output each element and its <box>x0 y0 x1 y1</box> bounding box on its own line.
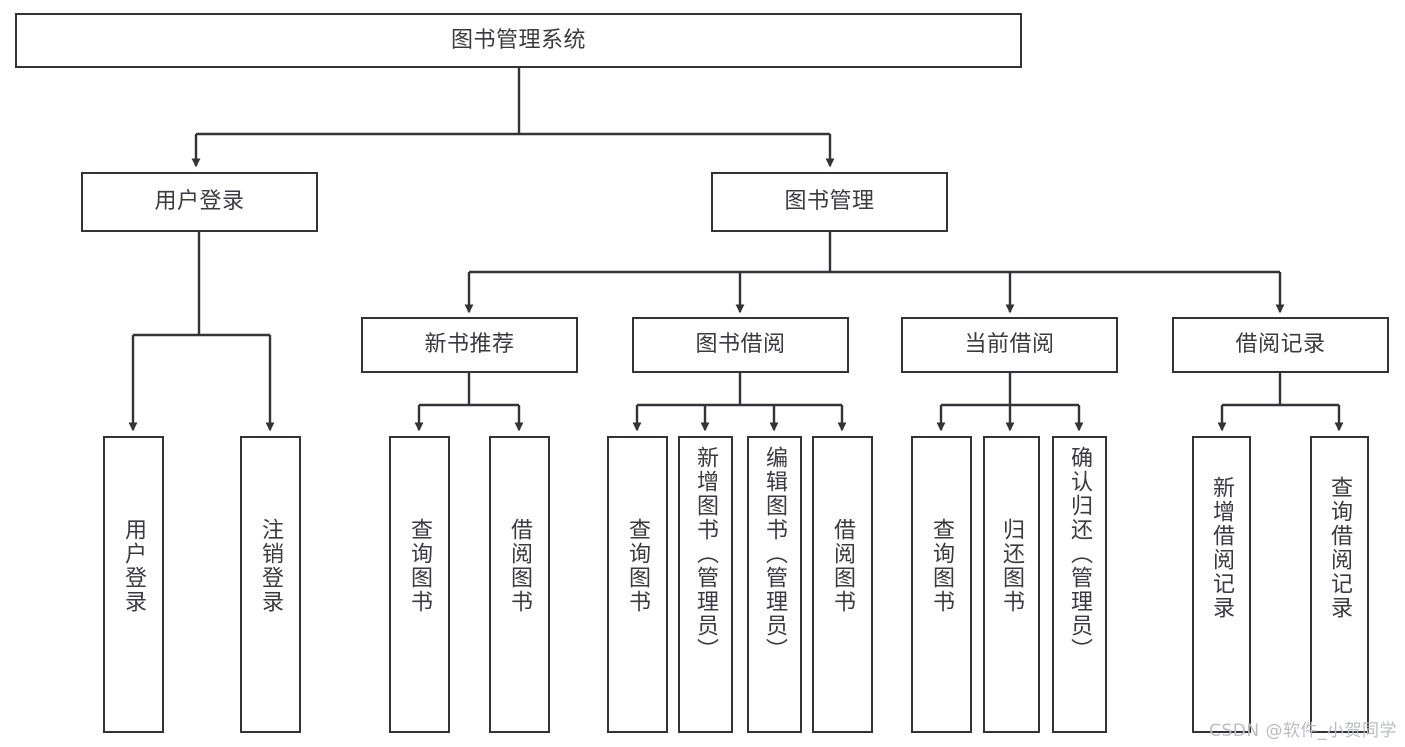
node-label: 借阅图书 <box>830 518 856 614</box>
leaf-borrow-book[interactable]: 借阅图书 <box>812 436 873 733</box>
node-root-system[interactable]: 图书管理系统 <box>15 13 1022 68</box>
leaf-query-borrow-record[interactable]: 查询借阅记录 <box>1310 436 1369 733</box>
leaf-query-book-current[interactable]: 查询图书 <box>911 436 972 733</box>
leaf-user-login[interactable]: 用户登录 <box>103 436 164 733</box>
node-label: 用户登录 <box>154 189 245 215</box>
node-user-login[interactable]: 用户登录 <box>81 172 318 232</box>
node-current-borrow[interactable]: 当前借阅 <box>901 317 1118 373</box>
leaf-add-book-admin[interactable]: 新增图书（管理员） <box>678 436 733 733</box>
leaf-add-borrow-record[interactable]: 新增借阅记录 <box>1192 436 1251 733</box>
node-label: 借阅记录 <box>1235 332 1326 358</box>
node-label: 当前借阅 <box>964 332 1055 358</box>
leaf-edit-book-admin[interactable]: 编辑图书（管理员） <box>747 436 802 733</box>
node-label: 归还图书 <box>999 518 1025 614</box>
node-label: 新增图书（管理员） <box>693 446 719 662</box>
leaf-query-book-recommend[interactable]: 查询图书 <box>389 436 450 733</box>
leaf-logout[interactable]: 注销登录 <box>240 436 301 733</box>
node-label: 新增借阅记录 <box>1209 476 1235 620</box>
node-label: 查询图书 <box>929 518 955 614</box>
node-label: 图书管理 <box>784 189 875 215</box>
node-label: 注销登录 <box>258 518 284 614</box>
node-label: 图书借阅 <box>695 332 786 358</box>
csdn-watermark: CSDN @软件_小贺同学 <box>1209 721 1397 741</box>
node-book-management[interactable]: 图书管理 <box>711 172 948 232</box>
node-label: 新书推荐 <box>424 332 515 358</box>
node-borrow-record[interactable]: 借阅记录 <box>1172 317 1389 373</box>
node-label: 编辑图书（管理员） <box>762 446 788 662</box>
node-label: 借阅图书 <box>507 518 533 614</box>
leaf-return-book[interactable]: 归还图书 <box>983 436 1040 733</box>
node-label: 用户登录 <box>121 518 147 614</box>
leaf-confirm-return-admin[interactable]: 确认归还（管理员） <box>1052 436 1107 733</box>
node-label: 查询借阅记录 <box>1327 476 1353 620</box>
node-label: 确认归还（管理员） <box>1067 446 1093 662</box>
node-book-borrow[interactable]: 图书借阅 <box>632 317 849 373</box>
node-new-book-recommend[interactable]: 新书推荐 <box>361 317 578 373</box>
node-label: 图书管理系统 <box>450 27 586 53</box>
leaf-borrow-book-recommend[interactable]: 借阅图书 <box>489 436 550 733</box>
leaf-query-book-borrow[interactable]: 查询图书 <box>607 436 668 733</box>
node-label: 查询图书 <box>625 518 651 614</box>
node-label: 查询图书 <box>407 518 433 614</box>
